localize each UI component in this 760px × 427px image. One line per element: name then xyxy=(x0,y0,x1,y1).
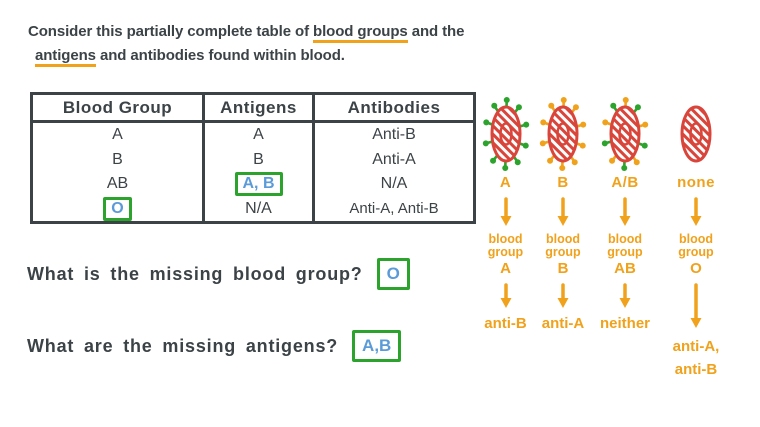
down-arrow-icon xyxy=(690,197,702,226)
down-arrow-icon xyxy=(500,197,511,226)
table-cell-antibodies-row4: Anti-A, Anti-B xyxy=(349,200,439,218)
intro-line-1: Consider this partially complete table o… xyxy=(28,20,480,44)
antigen-type-label: none xyxy=(677,174,715,191)
antibody-result: anti-B xyxy=(484,315,527,332)
antibody-result: anti-A xyxy=(541,315,585,332)
question-intro-text: Consider this partially complete table o… xyxy=(28,20,480,68)
table-cell-antibodies-row1: Anti-B xyxy=(372,126,416,144)
table-cell-antibodies-row3: N/A xyxy=(380,175,408,193)
table-cell-antigens-row3: A, B xyxy=(205,172,315,197)
blood-groups-table: Blood Group Antigens Antibodies A A Anti… xyxy=(30,92,476,224)
question-missing-blood-group: What is the missing blood group? O xyxy=(27,258,410,290)
intro-line2-post: and antibodies found within blood. xyxy=(95,47,345,64)
intro-line1-pre: Consider this partially complete table o… xyxy=(28,23,314,40)
table-cell-blood-group-row1: A xyxy=(33,123,205,148)
antibody-result: neither xyxy=(599,315,650,332)
antigen-type-label: A xyxy=(499,174,512,191)
answer-box-antigens: A,B xyxy=(352,330,402,362)
antibody-result: anti-A, anti-B xyxy=(672,338,720,378)
table-cell-antigens-row2: B xyxy=(205,147,315,172)
down-arrow-icon xyxy=(557,197,569,226)
red-blood-cell-ab-icon xyxy=(601,97,649,171)
down-arrow-icon-long xyxy=(690,283,702,328)
table-header-blood-group: Blood Group xyxy=(33,95,205,123)
down-arrow-icon xyxy=(619,283,631,308)
table-cell-antigens-row1: A xyxy=(205,123,315,148)
blood-group-letter: O xyxy=(690,260,702,277)
down-arrow-icon xyxy=(557,283,569,308)
blood-group-letter: B xyxy=(557,260,569,277)
table-cell-antigens-row4: N/A xyxy=(205,196,315,221)
blood-group-letter: A xyxy=(500,260,511,277)
question-2-text: What are the missing antigens? xyxy=(27,335,339,356)
table-cell-antibodies-row2: Anti-A xyxy=(372,150,416,168)
down-arrow-icon xyxy=(619,197,631,226)
question-1-text: What is the missing blood group? xyxy=(27,263,363,284)
antigen-type-label: B xyxy=(557,174,569,191)
table-header-antigens: Antigens xyxy=(205,95,315,123)
antigens-underlined-term: antigens xyxy=(35,47,96,67)
red-blood-cell-a-icon xyxy=(482,97,529,171)
blood-groups-underlined-term: blood groups xyxy=(313,23,408,43)
table-header-antibodies: Antibodies xyxy=(315,95,473,123)
question-missing-antigens: What are the missing antigens? A,B xyxy=(27,330,402,362)
table-cell-blood-group-row4: O xyxy=(33,196,205,221)
table-cell-blood-group-row2: B xyxy=(33,147,205,172)
filled-answer-box-antigens: A, B xyxy=(234,172,283,197)
intro-line-2: antigens and antibodies found within blo… xyxy=(35,44,480,68)
table-cell-blood-group-row3: AB xyxy=(33,172,205,197)
filled-answer-box-blood-group: O xyxy=(103,196,132,221)
red-blood-cell-b-icon xyxy=(539,97,587,171)
blood-group-letter: AB xyxy=(614,260,636,277)
intro-line1-post: and the xyxy=(407,23,465,40)
antigen-type-label: A/B xyxy=(611,174,639,191)
down-arrow-icon xyxy=(500,283,511,308)
answer-box-blood-group: O xyxy=(376,258,410,290)
red-blood-cell-o-icon xyxy=(680,105,712,163)
